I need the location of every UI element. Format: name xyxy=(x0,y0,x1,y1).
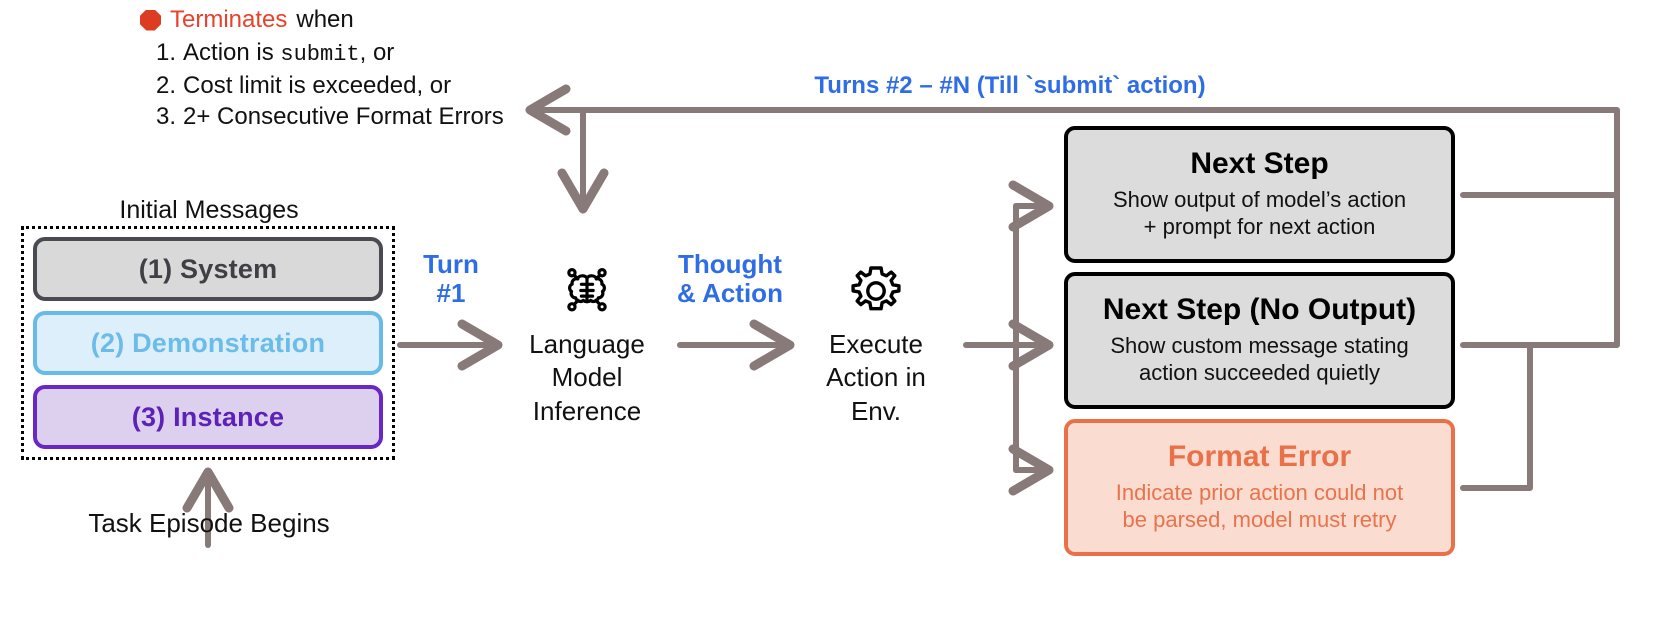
terminates-keyword: Terminates xyxy=(170,6,288,33)
terminates-suffix: when xyxy=(296,6,354,33)
outcome-box-format-error[interactable]: Format Error Indicate prior action could… xyxy=(1064,419,1455,556)
outcome-description: Indicate prior action could not be parse… xyxy=(1115,480,1404,532)
outcome-box-next-step[interactable]: Next Step Show output of model’s action … xyxy=(1064,126,1455,263)
execute-action-node: Execute Action in Env. xyxy=(790,258,962,428)
terminates-conditions: 1. Action is submit, or 2. Cost limit is… xyxy=(140,37,570,133)
task-episode-begins-label: Task Episode Begins xyxy=(88,508,330,538)
initial-messages-group: (1) System (2) Demonstration (3) Instanc… xyxy=(21,226,395,460)
terminate-condition: 2. Cost limit is exceeded, or xyxy=(156,71,452,99)
thought-action-label: Thought & Action xyxy=(677,249,783,309)
outcome-title: Next Step xyxy=(1190,146,1329,180)
outcome-box-next-step-no-output[interactable]: Next Step (No Output) Show custom messag… xyxy=(1064,272,1455,409)
exec-label-line1: Execute xyxy=(829,329,923,359)
terminates-heading: Terminates when xyxy=(140,6,570,34)
terminate-condition: 1. Action is submit, or xyxy=(156,39,395,67)
brain-network-icon xyxy=(496,258,678,324)
lm-label-line3: Inference xyxy=(532,395,642,426)
message-chip-system[interactable]: (1) System xyxy=(33,237,383,301)
outcome-title: Format Error xyxy=(1167,439,1352,473)
submit-code: submit xyxy=(280,42,360,67)
turn-1-label: Turn #1 xyxy=(423,249,479,309)
collector-next xyxy=(1460,192,1620,348)
return-bus xyxy=(617,107,1620,198)
stop-sign-icon xyxy=(140,9,161,31)
outcome-title: Next Step (No Output) xyxy=(1102,292,1417,326)
terminates-block: Terminates when 1. Action is submit, or … xyxy=(140,6,570,133)
exec-label-line3: Env. xyxy=(850,395,902,426)
gear-icon xyxy=(790,258,962,324)
initial-messages-title: Initial Messages xyxy=(119,196,299,224)
lm-label-line1: Language xyxy=(529,329,645,359)
exec-label-line2: Action in xyxy=(826,362,926,393)
loop-turns-label: Turns #2 – #N (Till `submit` action) xyxy=(814,72,1206,99)
collector-error xyxy=(1460,342,1533,491)
outcome-description: Show custom message stating action succe… xyxy=(1110,333,1409,385)
lm-label-line2: Model xyxy=(551,362,623,393)
language-model-node: Language Model Inference xyxy=(496,258,678,428)
message-chip-demonstration[interactable]: (2) Demonstration xyxy=(33,311,383,375)
message-chip-instance[interactable]: (3) Instance xyxy=(33,385,383,449)
outcome-description: Show output of model’s action + prompt f… xyxy=(1112,187,1407,239)
terminate-condition: 3. 2+ Consecutive Format Errors xyxy=(156,103,504,131)
